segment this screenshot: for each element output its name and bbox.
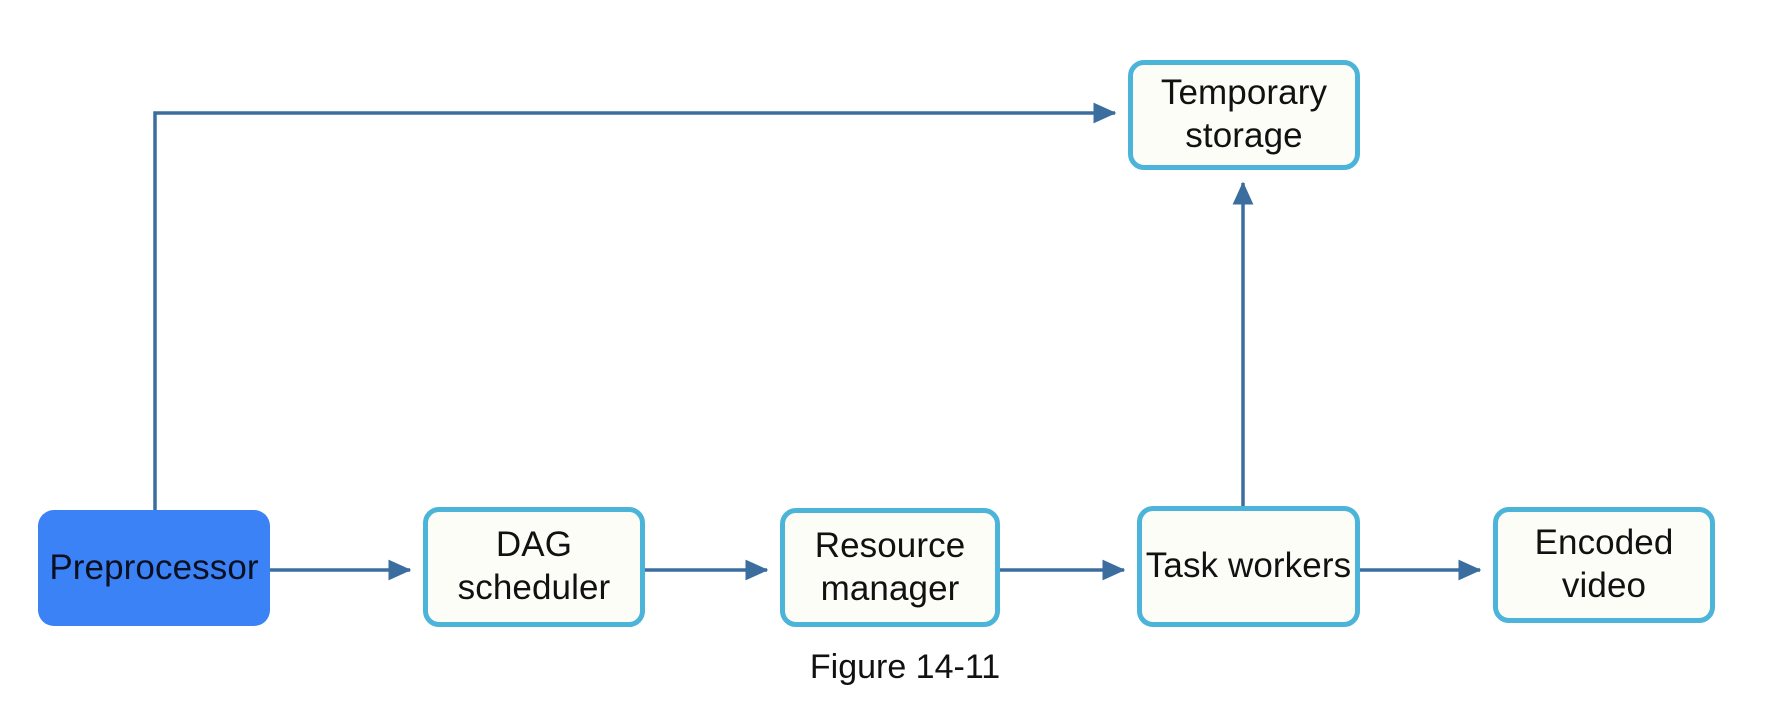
node-task-workers[interactable]: Task workers [1137, 506, 1360, 627]
node-dag-scheduler[interactable]: DAG scheduler [423, 507, 645, 627]
node-label-task-workers: Task workers [1145, 546, 1352, 586]
node-label-encoded-video: Encoded video [1534, 523, 1674, 605]
node-temporary-storage[interactable]: Temporary storage [1128, 60, 1360, 170]
node-label-dag-scheduler: DAG scheduler [457, 525, 611, 607]
node-label-resource-manager: Resource manager [814, 525, 966, 608]
node-label-temporary-storage: Temporary storage [1160, 73, 1328, 155]
figure-caption: Figure 14-11 [809, 648, 1001, 686]
node-label-preprocessor: Preprocessor [49, 547, 259, 587]
node-resource-manager[interactable]: Resource manager [780, 508, 1000, 627]
node-encoded-video[interactable]: Encoded video [1493, 507, 1715, 623]
edge-preprocessor-to-temporary-storage [153, 102, 1117, 510]
node-preprocessor[interactable]: Preprocessor [38, 510, 270, 626]
